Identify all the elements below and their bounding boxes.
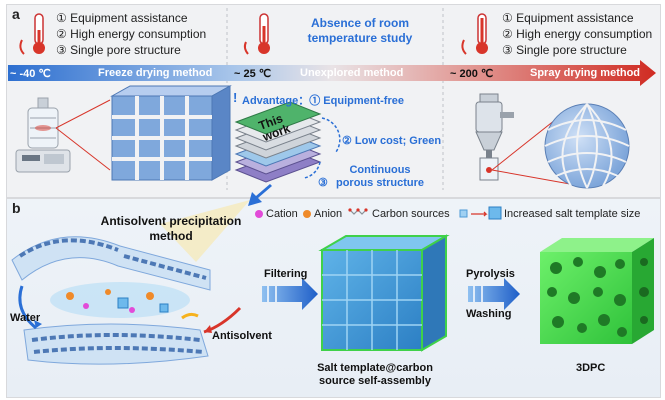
method-unexplored: Unexplored method: [300, 67, 404, 79]
method-freeze: Freeze drying method: [98, 67, 213, 79]
advantage-title: Advantage：① Equipment-free: [242, 95, 404, 107]
middle-title: Absence of room temperature study: [307, 16, 413, 45]
method-spray: Spray drying method: [530, 67, 641, 79]
advantage-structure: Continuous porous structure: [335, 164, 424, 189]
freeze-drawback-2: ② High energy consumption: [56, 27, 207, 41]
legend-carbon: Carbon sources: [372, 208, 450, 220]
spray-drawback-2: ② High energy consumption: [502, 27, 653, 41]
water-arrow-head: [34, 320, 42, 328]
filtering-arrow-icon: [262, 278, 318, 310]
sphere-particle-icon: [544, 103, 630, 189]
beam-highlight: [160, 200, 250, 262]
salt-template-cube-icon: [318, 234, 450, 352]
anion-icon: [303, 210, 311, 218]
washing-label: Washing: [466, 308, 512, 320]
legend-anion: Anion: [314, 208, 343, 220]
down-left-arrow-icon: [248, 184, 272, 206]
thermometer-cold-icon: [19, 13, 45, 55]
salt-ribbon-top: [11, 236, 211, 291]
porous-carbon-cube-icon: [540, 238, 654, 344]
thermometer-hot-icon: [461, 13, 488, 55]
spray-drawback-1: ① Equipment assistance: [502, 11, 634, 25]
panel-a-label: a: [12, 6, 20, 22]
water-splash: [50, 282, 199, 320]
panel-b-label: b: [12, 200, 21, 216]
freeze-drawbacks-list: ① Equipment assistance ② High energy con…: [56, 10, 226, 58]
temp-hot: ~ 200 ℃: [450, 68, 494, 80]
advantage-num-3: ③: [318, 177, 328, 189]
product-label: 3DPC: [576, 362, 606, 374]
advantage-cost: ② Low cost; Green: [342, 135, 442, 147]
carbon-source-icon: [348, 208, 368, 215]
salt-ribbon-bottom: [23, 323, 209, 365]
antisolvent-arrow-head: [204, 325, 212, 333]
freeze-drawback-1: ① Equipment assistance: [56, 11, 188, 25]
legend-cation: Cation: [266, 208, 298, 220]
cation-icon: [255, 210, 263, 218]
salt-template-label: Salt template@carbon source self-assembl…: [317, 362, 433, 387]
temp-cold: ~ -40 ℃: [10, 68, 51, 80]
large-salt-icon: [488, 206, 502, 220]
advantage-arc: [321, 117, 341, 153]
antisolvent-method-label: Antisolvent precipitation method: [100, 214, 242, 243]
filtering-label: Filtering: [264, 268, 308, 280]
spray-drawbacks-list: ① Equipment assistance ② High energy con…: [502, 10, 658, 58]
pyrolysis-arrow-icon: [468, 278, 520, 310]
freeze-dryer-icon: [15, 97, 71, 173]
legend-increased: Increased salt template size: [504, 208, 641, 220]
advantage-arc-2: [303, 161, 321, 179]
small-salt-icon: [459, 209, 468, 218]
freeze-drawback-3: ③ Single pore structure: [56, 43, 181, 57]
water-arrow-icon: [18, 285, 37, 330]
pyrolysis-label: Pyrolysis: [466, 268, 515, 280]
temperature-band: [8, 60, 656, 86]
spray-drawback-3: ③ Single pore structure: [502, 43, 627, 57]
temp-room: ~ 25 ℃: [234, 68, 272, 80]
advantage-exclamation-icon: !: [233, 90, 238, 105]
water-label: Water: [10, 312, 41, 324]
antisolvent-label: Antisolvent: [212, 330, 272, 342]
spray-dryer-icon: [475, 93, 514, 181]
thermometer-room-icon: [243, 13, 270, 55]
this-work-stack: [234, 101, 322, 183]
increase-arrow-icon: [471, 211, 488, 217]
cube-grid-icon: [110, 85, 232, 181]
